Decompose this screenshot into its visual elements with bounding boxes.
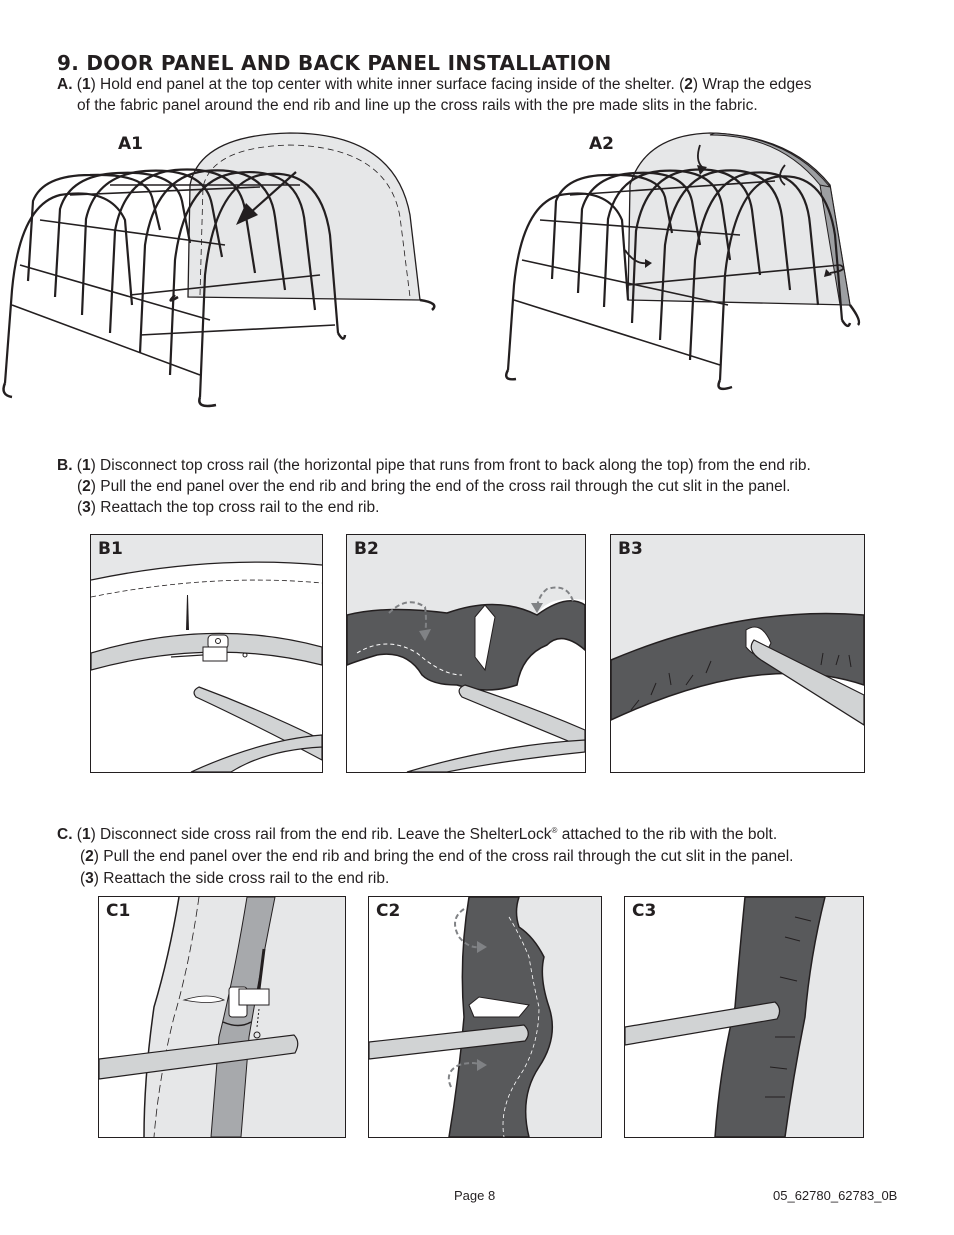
figure-c1-label: C1	[106, 901, 131, 921]
figure-a2-label: A2	[589, 134, 614, 154]
figure-b2-panel: B2	[346, 534, 586, 773]
step-b-text: B. (1) Disconnect top cross rail (the ho…	[57, 457, 811, 516]
step-a-text: A. (1) Hold end panel at the top center …	[57, 76, 812, 114]
step-c-num-2: 2	[85, 848, 94, 866]
figure-b1-illustration	[91, 535, 322, 772]
figure-c3-label: C3	[632, 901, 657, 921]
step-b-num-1: 1	[81, 457, 91, 474]
step-b-num-3: 3	[82, 499, 91, 516]
step-c-num-1: 1	[81, 826, 91, 844]
figure-c2-illustration	[369, 897, 601, 1137]
step-c-text-1a: ) Disconnect side cross rail from the en…	[90, 826, 552, 844]
figure-b3-label: B3	[618, 539, 643, 559]
step-a-text-2: ) Wrap the edges	[692, 76, 812, 93]
figure-b2-illustration	[347, 535, 585, 772]
figure-a1-label: A1	[118, 134, 143, 154]
step-c-text: C. (1) Disconnect side cross rail from t…	[57, 826, 794, 888]
figure-c3-illustration	[625, 897, 863, 1137]
figure-b2-label: B2	[354, 539, 379, 559]
step-a-num-1: 1	[81, 76, 91, 93]
figure-c1-panel: C1	[98, 896, 346, 1138]
step-b-text-3: ) Reattach the top cross rail to the end…	[90, 499, 380, 516]
step-c-num-3: 3	[85, 870, 94, 888]
step-b-letter: B.	[57, 457, 73, 474]
step-c-text-2: ) Pull the end panel over the end rib an…	[93, 848, 794, 866]
figure-b3-illustration	[611, 535, 864, 726]
step-a-line-2: of the fabric panel around the end rib a…	[77, 97, 758, 114]
step-b-text-1: ) Disconnect top cross rail (the horizon…	[90, 457, 811, 474]
registered-mark: ®	[551, 826, 558, 835]
step-a-text-1: ) Hold end panel at the top center with …	[90, 76, 685, 93]
page-number: Page 8	[454, 1188, 496, 1203]
figure-c2-label: C2	[376, 901, 401, 921]
figure-a2-illustration	[505, 132, 861, 391]
figure-b1-panel: B1	[90, 534, 323, 773]
step-c-text-1b: attached to the rib with the bolt.	[557, 826, 778, 844]
document-code: 05_62780_62783_0B	[773, 1188, 898, 1203]
figure-b3-panel: B3	[610, 534, 865, 773]
section-title: 9. DOOR PANEL AND BACK PANEL INSTALLATIO…	[57, 51, 612, 75]
figure-a1-illustration	[2, 132, 436, 408]
step-c-letter: C.	[57, 826, 73, 844]
step-c-text-3: ) Reattach the side cross rail to the en…	[93, 870, 390, 888]
figure-c2-panel: C2	[368, 896, 602, 1138]
figure-b1-label: B1	[98, 539, 123, 559]
figure-c3-panel: C3	[624, 896, 864, 1138]
figure-c1-illustration	[99, 897, 345, 1137]
step-a-letter: A.	[57, 76, 73, 93]
step-b-text-2: ) Pull the end panel over the end rib an…	[90, 478, 791, 495]
step-b-num-2: 2	[82, 478, 91, 495]
step-a-num-2: 2	[684, 76, 693, 93]
